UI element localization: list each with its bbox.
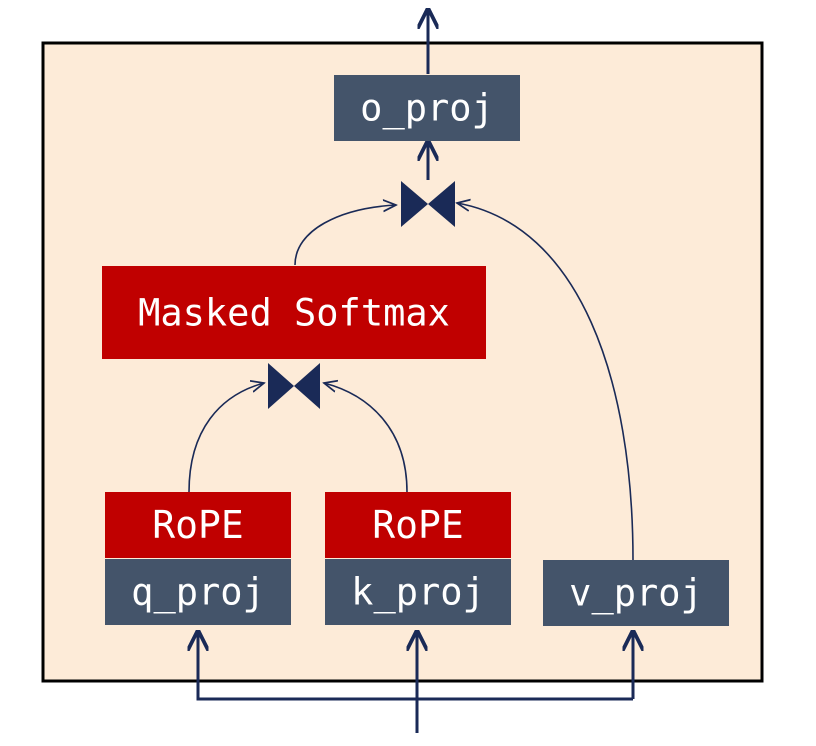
o-proj-block bbox=[334, 75, 520, 141]
rope-q-block bbox=[105, 492, 291, 558]
o-proj-label: o_proj bbox=[360, 87, 494, 131]
v-proj-block bbox=[543, 560, 729, 626]
q-to-join-curve bbox=[188, 383, 264, 493]
rope-q-label: RoPE bbox=[152, 503, 244, 547]
input-connectors bbox=[198, 632, 633, 733]
k-to-join-curve bbox=[324, 383, 408, 493]
rope-k-block bbox=[325, 492, 511, 558]
bowtie-join-icon bbox=[401, 181, 455, 227]
q-proj-label: q_proj bbox=[131, 571, 265, 615]
bowtie-join-icon bbox=[268, 363, 320, 409]
k-proj-label: k_proj bbox=[351, 571, 485, 615]
v-proj-label: v_proj bbox=[569, 572, 703, 616]
rope-k-label: RoPE bbox=[372, 503, 464, 547]
masked-softmax-block bbox=[102, 266, 486, 359]
masked-softmax-label: Masked Softmax bbox=[138, 292, 450, 335]
v-to-join-curve bbox=[457, 203, 634, 561]
input-branch-q bbox=[198, 632, 633, 701]
softmax-to-join-curve bbox=[294, 205, 396, 266]
k-proj-block bbox=[325, 559, 511, 625]
curve-connectors bbox=[188, 203, 634, 561]
q-proj-block bbox=[105, 559, 291, 625]
